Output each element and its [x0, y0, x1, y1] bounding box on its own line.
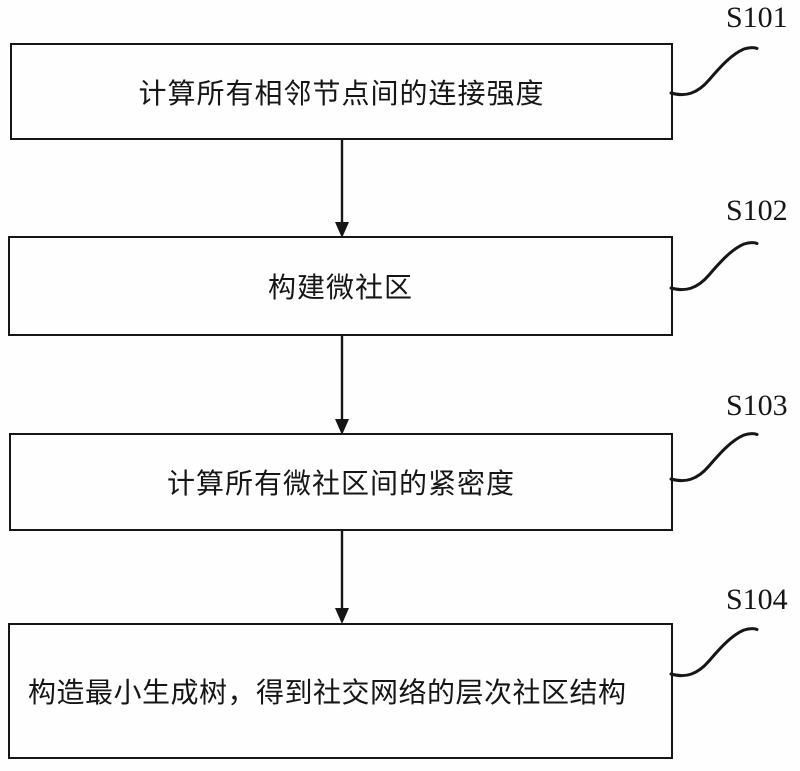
- ref-label-s102: S102: [726, 194, 788, 227]
- step-text-s104: 构造最小生成树，得到社交网络的层次社区结构: [28, 678, 627, 709]
- ref-curve-s101: [669, 46, 759, 97]
- ref-label-s101: S101: [726, 1, 788, 34]
- flow-arrow-3-4: [335, 531, 349, 624]
- flow-arrow-1-2: [335, 140, 349, 238]
- ref-curve-s104: [669, 627, 759, 678]
- step-text-s103: 计算所有微社区间的紧密度: [166, 469, 515, 500]
- step-box-s101: 计算所有相邻节点间的连接强度: [10, 43, 673, 140]
- ref-curve-s102: [669, 241, 759, 292]
- step-box-s102: 构建微社区: [8, 236, 673, 336]
- ref-curve-s103: [669, 432, 759, 483]
- step-box-s104: 构造最小生成树，得到社交网络的层次社区结构: [8, 623, 673, 759]
- step-text-s102: 构建微社区: [267, 273, 413, 304]
- step-text-s101: 计算所有相邻节点间的连接强度: [138, 78, 545, 110]
- ref-label-s103: S103: [726, 389, 788, 422]
- flow-arrow-2-3: [335, 336, 349, 435]
- step-box-s103: 计算所有微社区间的紧密度: [9, 433, 673, 531]
- ref-label-s104: S104: [726, 583, 788, 616]
